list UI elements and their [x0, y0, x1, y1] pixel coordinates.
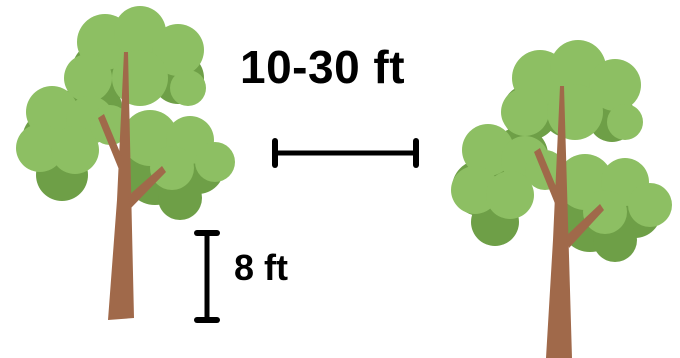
spacing-label: 10-30 ft	[240, 41, 406, 93]
height-label: 8 ft	[234, 247, 288, 288]
left-tree-trunk	[98, 52, 166, 320]
right-tree	[451, 40, 672, 358]
spacing-measure-marker	[272, 138, 419, 168]
right-tree-foliage	[451, 40, 672, 262]
height-measure-marker	[194, 230, 220, 323]
right-tree-trunk	[534, 86, 604, 358]
left-tree	[16, 6, 235, 320]
